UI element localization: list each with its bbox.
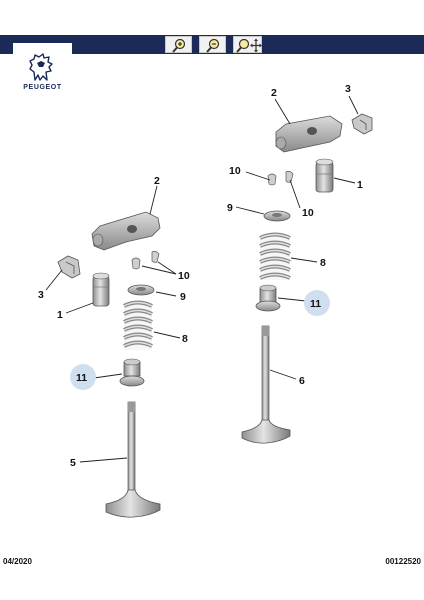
footer-date: 04/2020 — [3, 557, 32, 566]
brand-name: PEUGEOT — [23, 84, 62, 91]
right-valve — [241, 325, 291, 444]
right-valve-spring — [259, 232, 291, 280]
right-collets — [267, 170, 294, 186]
callout-left-2[interactable]: 2 — [154, 175, 160, 187]
zoom-pan-button[interactable] — [233, 36, 262, 53]
callout-right-2[interactable]: 2 — [271, 87, 277, 99]
callout-right-10-top[interactable]: 10 — [229, 165, 241, 177]
left-spring-cap — [127, 284, 155, 296]
left-rocker-arm — [91, 211, 161, 251]
callout-right-6[interactable]: 6 — [299, 375, 305, 387]
callout-right-1[interactable]: 1 — [357, 179, 363, 191]
callout-right-11[interactable]: 11 — [310, 298, 321, 310]
callout-left-1[interactable]: 1 — [57, 309, 63, 321]
right-clip — [351, 113, 373, 135]
callout-left-8[interactable]: 8 — [182, 333, 188, 345]
right-part-11-highlight — [304, 290, 330, 316]
left-valve-spring — [123, 300, 153, 350]
callout-left-5[interactable]: 5 — [70, 457, 76, 469]
zoom-pan-icon — [236, 38, 262, 53]
callout-right-9[interactable]: 9 — [227, 202, 233, 214]
zoom-in-button[interactable] — [165, 36, 192, 53]
left-collets — [131, 250, 160, 270]
left-part-11-highlight — [70, 364, 96, 390]
left-hydraulic-lifter — [92, 272, 110, 307]
callout-left-9[interactable]: 9 — [180, 291, 186, 303]
footer-reference: 00122520 — [385, 557, 421, 566]
zoom-out-icon — [206, 38, 220, 53]
callout-left-10[interactable]: 10 — [178, 270, 190, 282]
callout-left-11[interactable]: 11 — [76, 372, 87, 384]
callout-left-3[interactable]: 3 — [38, 289, 44, 301]
callout-right-3[interactable]: 3 — [345, 83, 351, 95]
callout-right-8[interactable]: 8 — [320, 257, 326, 269]
left-clip — [57, 255, 81, 279]
left-valve-stem-seal — [119, 358, 145, 387]
right-spring-cap — [263, 210, 291, 222]
zoom-out-button[interactable] — [199, 36, 226, 53]
leader-lines — [45, 95, 359, 463]
logo-panel — [13, 43, 72, 95]
peugeot-lion-logo-icon — [29, 53, 53, 81]
left-valve — [105, 401, 161, 518]
right-rocker-arm — [275, 115, 343, 153]
callout-right-10-bottom[interactable]: 10 — [302, 207, 314, 219]
right-hydraulic-lifter — [315, 158, 334, 193]
right-valve-stem-seal — [255, 284, 281, 312]
zoom-in-icon — [172, 38, 186, 53]
